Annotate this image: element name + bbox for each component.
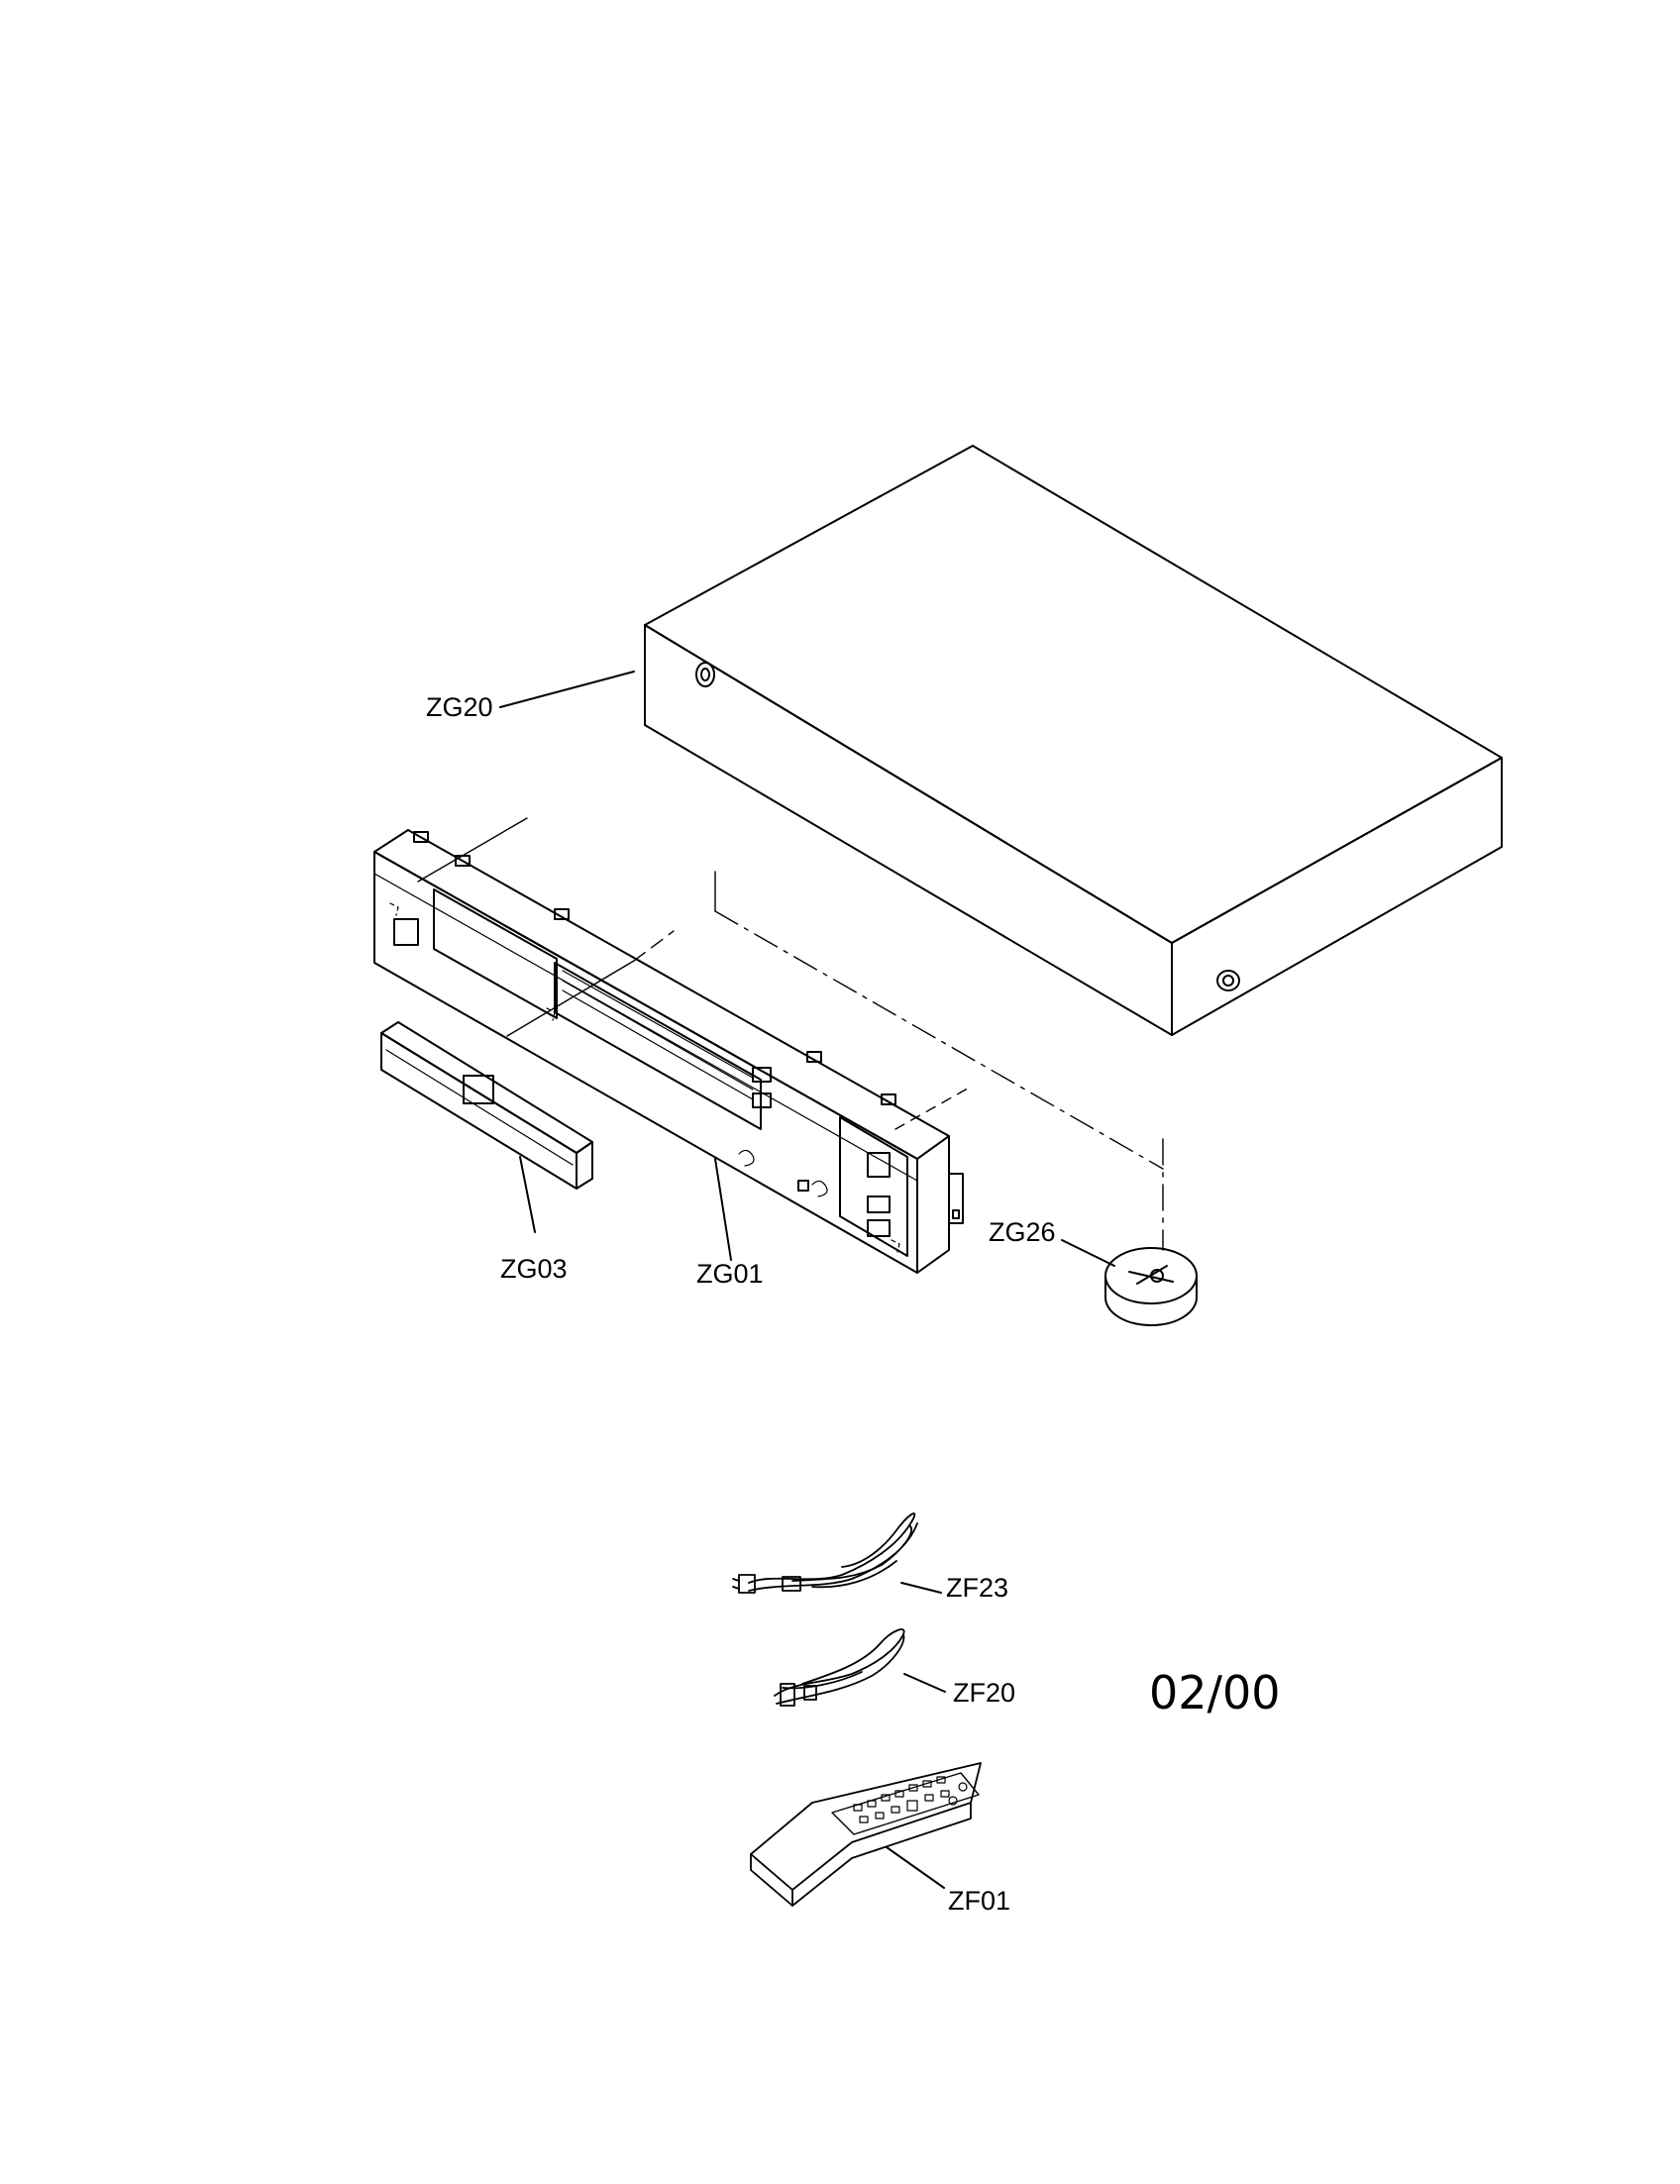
label-zf23: ZF23: [946, 1573, 1009, 1603]
label-zf20: ZF20: [953, 1678, 1016, 1708]
leader-lines: [500, 672, 1114, 1888]
top-cover-zg20: [645, 446, 1502, 1035]
assembly-guide-lines: [418, 818, 1163, 1250]
remote-control-zf01: [751, 1763, 981, 1906]
power-cord-zf23: [733, 1513, 917, 1593]
trim-bar-zg03: [381, 1022, 592, 1189]
foot-zg26: [1105, 1248, 1197, 1325]
label-zf01: ZF01: [948, 1886, 1011, 1916]
label-zg26: ZG26: [989, 1217, 1056, 1247]
revision-date: 02/00: [1149, 1666, 1281, 1719]
av-cable-zf20: [775, 1629, 904, 1706]
label-zg03: ZG03: [500, 1254, 568, 1284]
label-zg01: ZG01: [696, 1259, 764, 1289]
front-panel-zg01: [374, 830, 963, 1273]
label-zg20: ZG20: [426, 692, 493, 722]
